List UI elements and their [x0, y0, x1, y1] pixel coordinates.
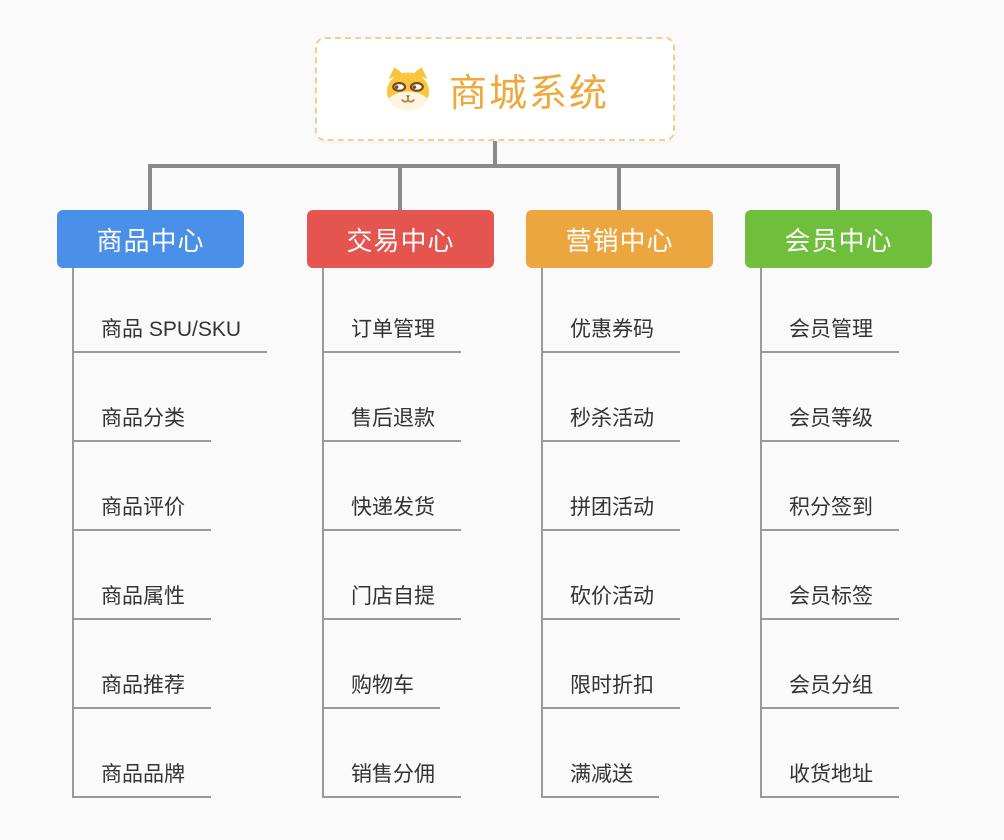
branch-header-trade[interactable]: 交易中心 — [307, 210, 494, 268]
branch-children: 订单管理 售后退款 快递发货 门店自提 购物车 销售分佣 — [322, 268, 461, 798]
child-topic[interactable]: 门店自提 — [324, 531, 461, 620]
branch-header-member[interactable]: 会员中心 — [745, 210, 932, 268]
child-topic[interactable]: 商品推荐 — [74, 620, 211, 709]
branch-member-center: 会员中心 会员管理 会员等级 积分签到 会员标签 会员分组 收货地址 — [745, 210, 932, 798]
branch-marketing-center: 营销中心 优惠券码 秒杀活动 拼团活动 砍价活动 限时折扣 满减送 — [526, 210, 713, 798]
child-topic[interactable]: 会员标签 — [762, 531, 899, 620]
child-topic[interactable]: 商品分类 — [74, 353, 211, 442]
branch-product-center: 商品中心 商品 SPU/SKU 商品分类 商品评价 商品属性 商品推荐 商品品牌 — [57, 210, 268, 798]
branch-children: 优惠券码 秒杀活动 拼团活动 砍价活动 限时折扣 满减送 — [541, 268, 680, 798]
branch-children: 会员管理 会员等级 积分签到 会员标签 会员分组 收货地址 — [760, 268, 899, 798]
child-topic[interactable]: 购物车 — [324, 620, 440, 709]
connector-drop-3 — [617, 164, 621, 210]
child-topic[interactable]: 售后退款 — [324, 353, 461, 442]
child-topic[interactable]: 收货地址 — [762, 709, 899, 798]
child-topic[interactable]: 砍价活动 — [543, 531, 680, 620]
child-topic[interactable]: 会员管理 — [762, 268, 899, 353]
connector-drop-4 — [836, 164, 840, 210]
branch-header-product[interactable]: 商品中心 — [57, 210, 244, 268]
child-topic[interactable]: 满减送 — [543, 709, 659, 798]
child-topic[interactable]: 会员等级 — [762, 353, 899, 442]
child-topic[interactable]: 销售分佣 — [324, 709, 461, 798]
child-topic[interactable]: 积分签到 — [762, 442, 899, 531]
child-topic[interactable]: 商品品牌 — [74, 709, 211, 798]
child-topic[interactable]: 快递发货 — [324, 442, 461, 531]
root-node[interactable]: 商城系统 — [315, 37, 675, 141]
child-topic[interactable]: 秒杀活动 — [543, 353, 680, 442]
child-topic[interactable]: 优惠券码 — [543, 268, 680, 353]
branch-trade-center: 交易中心 订单管理 售后退款 快递发货 门店自提 购物车 销售分佣 — [307, 210, 494, 798]
child-topic[interactable]: 订单管理 — [324, 268, 461, 353]
child-topic[interactable]: 限时折扣 — [543, 620, 680, 709]
child-topic[interactable]: 商品 SPU/SKU — [74, 268, 268, 353]
branch-header-marketing[interactable]: 营销中心 — [526, 210, 713, 268]
child-topic[interactable]: 会员分组 — [762, 620, 899, 709]
dog-icon — [386, 67, 430, 111]
connector-root-stub — [493, 141, 497, 166]
root-title: 商城系统 — [448, 72, 609, 115]
connector-drop-2 — [398, 164, 402, 210]
connector-drop-1 — [148, 164, 152, 210]
child-topic[interactable]: 商品评价 — [74, 442, 211, 531]
child-topic[interactable]: 拼团活动 — [543, 442, 680, 531]
connector-horizontal-bar — [148, 164, 840, 168]
branch-children: 商品 SPU/SKU 商品分类 商品评价 商品属性 商品推荐 商品品牌 — [72, 268, 268, 798]
child-topic[interactable]: 商品属性 — [74, 531, 211, 620]
